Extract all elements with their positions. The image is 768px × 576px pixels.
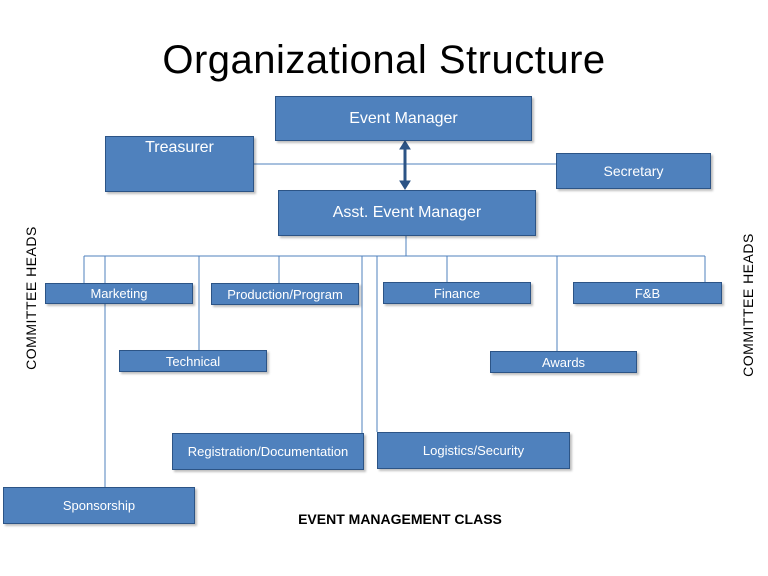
marketing-box: Marketing bbox=[45, 283, 193, 304]
secretary-box: Secretary bbox=[556, 153, 711, 189]
secretary-label: Secretary bbox=[603, 163, 664, 179]
registration-documentation-label: Registration/Documentation bbox=[187, 444, 349, 459]
finance-label: Finance bbox=[433, 285, 481, 301]
fb-box: F&B bbox=[573, 282, 722, 304]
asst-event-manager-box: Asst. Event Manager bbox=[278, 190, 536, 236]
awards-label: Awards bbox=[541, 354, 586, 370]
side-label-right: COMMITTEE HEADS bbox=[739, 233, 756, 377]
page-title: Organizational Structure bbox=[162, 38, 606, 82]
event-manager-box: Event Manager bbox=[275, 96, 532, 141]
awards-box: Awards bbox=[490, 351, 637, 373]
footer-label: EVENT MANAGEMENT CLASS bbox=[298, 511, 502, 527]
marketing-label: Marketing bbox=[90, 286, 148, 301]
event-manager-label: Event Manager bbox=[349, 109, 458, 127]
production-program-box: Production/Program bbox=[211, 283, 359, 305]
asst-event-manager-label: Asst. Event Manager bbox=[332, 204, 482, 221]
finance-box: Finance bbox=[383, 282, 531, 304]
logistics-security-box: Logistics/Security bbox=[377, 432, 570, 469]
sponsorship-label: Sponsorship bbox=[62, 498, 136, 513]
technical-label: Technical bbox=[165, 353, 221, 369]
production-program-label: Production/Program bbox=[227, 286, 343, 302]
sponsorship-box: Sponsorship bbox=[3, 487, 195, 524]
side-label-left: COMMITTEE HEADS bbox=[22, 226, 39, 370]
fb-label: F&B bbox=[634, 285, 661, 301]
treasurer-box: Treasurer bbox=[105, 136, 254, 192]
logistics-security-label: Logistics/Security bbox=[422, 443, 525, 458]
technical-box: Technical bbox=[119, 350, 267, 372]
treasurer-label: Treasurer bbox=[145, 139, 214, 156]
registration-documentation-box: Registration/Documentation bbox=[172, 433, 364, 470]
